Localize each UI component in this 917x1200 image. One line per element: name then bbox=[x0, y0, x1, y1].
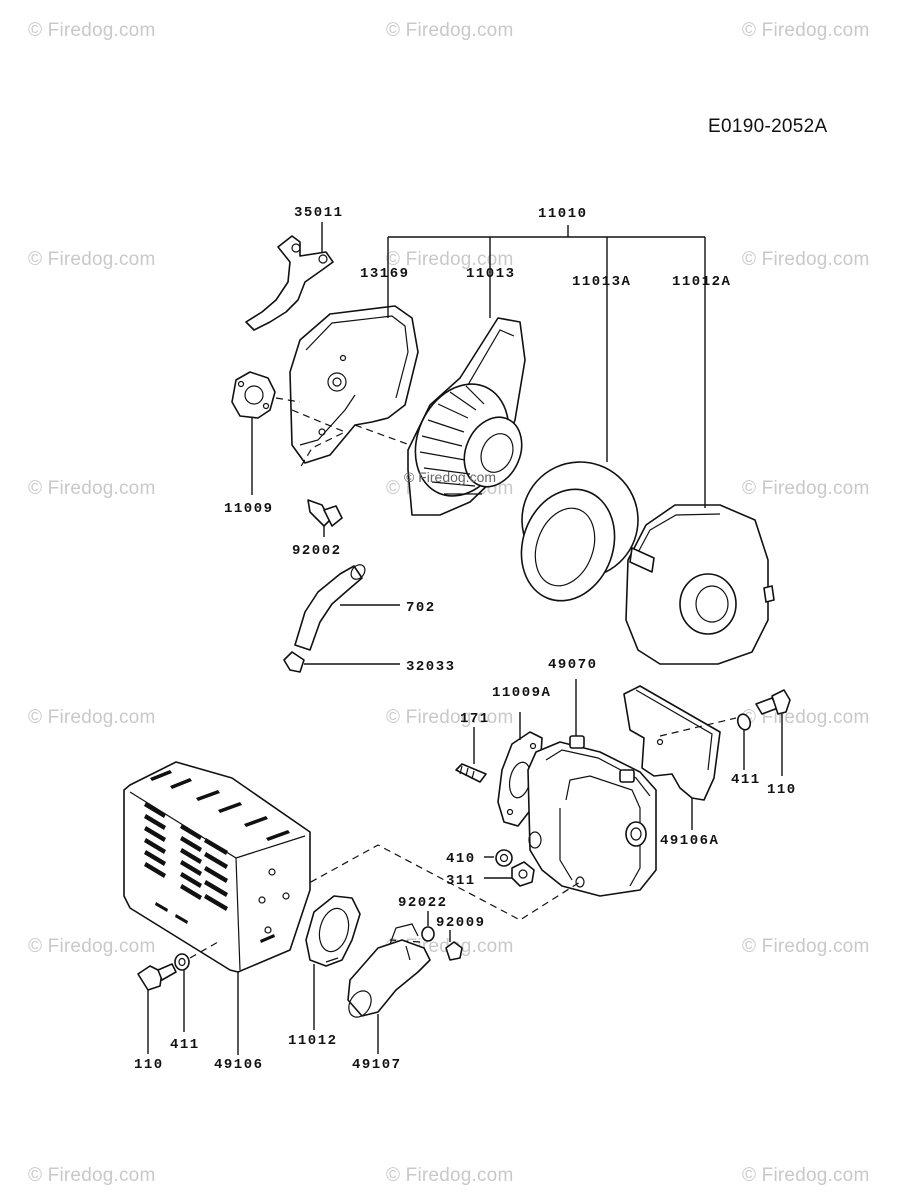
watermark: © Firedog.com bbox=[386, 707, 514, 728]
part-label-35011[interactable]: 35011 bbox=[294, 205, 344, 221]
part-label-49070[interactable]: 49070 bbox=[548, 657, 598, 673]
part-label-49106a[interactable]: 49106A bbox=[660, 833, 719, 849]
part-label-11010[interactable]: 11010 bbox=[538, 206, 588, 222]
breather-hose-702 bbox=[294, 564, 400, 651]
diagram-code: E0190-2052A bbox=[708, 116, 828, 137]
part-label-49107[interactable]: 49107 bbox=[352, 1057, 402, 1073]
heat-shield-49106a bbox=[623, 685, 737, 830]
part-label-11009a[interactable]: 11009A bbox=[492, 685, 551, 701]
part-label-11009[interactable]: 11009 bbox=[224, 501, 274, 517]
nut-311 bbox=[484, 861, 535, 887]
gasket-11012 bbox=[305, 895, 361, 1030]
watermark: © Firedog.com bbox=[28, 707, 156, 728]
bracket-part-35011 bbox=[245, 222, 334, 331]
watermark: © Firedog.com bbox=[28, 20, 156, 41]
watermark: © Firedog.com bbox=[386, 20, 514, 41]
watermark: © Firedog.com bbox=[28, 936, 156, 957]
watermark: © Firedog.com bbox=[742, 707, 870, 728]
part-label-92002[interactable]: 92002 bbox=[292, 543, 342, 559]
part-label-110-left[interactable]: 110 bbox=[134, 1057, 164, 1073]
air-cleaner-base-13169 bbox=[289, 258, 419, 469]
washer-411-left bbox=[174, 941, 219, 1032]
watermark-inline: © Firedog.com bbox=[404, 469, 496, 485]
part-label-92009[interactable]: 92009 bbox=[436, 915, 486, 931]
washer-92022 bbox=[421, 911, 435, 942]
part-label-11013a[interactable]: 11013A bbox=[572, 274, 631, 290]
watermark: © Firedog.com bbox=[28, 478, 156, 499]
part-label-411-left[interactable]: 411 bbox=[170, 1037, 200, 1053]
part-label-49106[interactable]: 49106 bbox=[214, 1057, 264, 1073]
part-label-92022[interactable]: 92022 bbox=[398, 895, 448, 911]
watermark: © Firedog.com bbox=[28, 1165, 156, 1186]
part-label-11012a[interactable]: 11012A bbox=[672, 274, 731, 290]
watermark: © Firedog.com bbox=[386, 1165, 514, 1186]
stud-171 bbox=[455, 727, 487, 783]
washer-410 bbox=[484, 849, 513, 867]
watermark: © Firedog.com bbox=[742, 1165, 870, 1186]
nut-92009 bbox=[445, 930, 463, 961]
watermark: © Firedog.com bbox=[386, 249, 514, 270]
part-label-311[interactable]: 311 bbox=[446, 873, 476, 889]
part-label-11013[interactable]: 11013 bbox=[466, 266, 516, 282]
part-label-11012[interactable]: 11012 bbox=[288, 1033, 338, 1049]
air-cleaner-cover-11012a bbox=[625, 258, 775, 665]
bolt-110-right bbox=[755, 689, 791, 776]
watermark: © Firedog.com bbox=[28, 249, 156, 270]
part-label-13169[interactable]: 13169 bbox=[360, 266, 410, 282]
part-label-110-right[interactable]: 110 bbox=[767, 782, 797, 798]
hose-clip-32033 bbox=[283, 651, 400, 673]
bolt-92002 bbox=[307, 499, 343, 537]
air-filter-element-11013: © Firedog.com bbox=[404, 258, 526, 516]
foam-element-11013a bbox=[520, 258, 639, 602]
watermark: © Firedog.com bbox=[742, 249, 870, 270]
part-label-32033[interactable]: 32033 bbox=[406, 659, 456, 675]
assembly-bracket-11010 bbox=[387, 225, 706, 258]
part-label-410[interactable]: 410 bbox=[446, 851, 476, 867]
bolt-110-left bbox=[137, 963, 177, 1054]
part-label-411-right[interactable]: 411 bbox=[731, 772, 761, 788]
watermark: © Firedog.com bbox=[742, 478, 870, 499]
gasket-11009 bbox=[231, 371, 301, 495]
washer-411-right bbox=[736, 713, 752, 770]
spark-arrester-49107 bbox=[347, 923, 431, 1054]
muffler-49070 bbox=[527, 679, 657, 897]
part-label-171[interactable]: 171 bbox=[460, 711, 490, 727]
watermark: © Firedog.com bbox=[742, 936, 870, 957]
part-label-702[interactable]: 702 bbox=[406, 600, 436, 616]
muffler-cover-49106 bbox=[123, 761, 311, 1055]
watermark: © Firedog.com bbox=[742, 20, 870, 41]
